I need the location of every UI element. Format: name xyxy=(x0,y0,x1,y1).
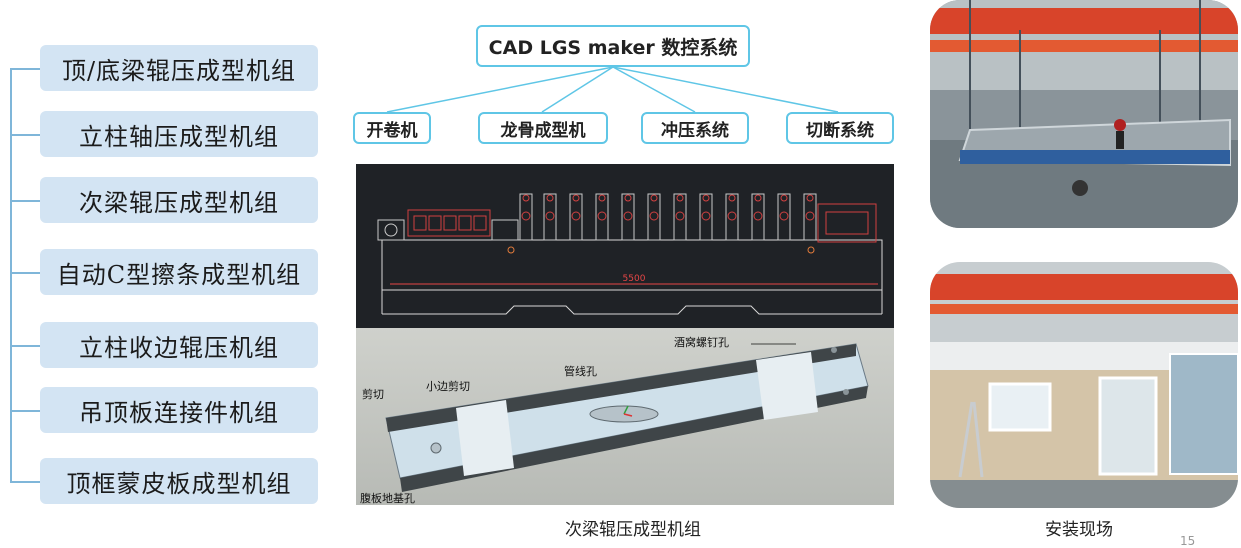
roll-wheel xyxy=(649,211,659,221)
page-number: 15 xyxy=(1180,534,1196,548)
production-line-item-3[interactable]: 次梁辊压成型机组 xyxy=(40,177,318,223)
roll-stand xyxy=(519,193,533,241)
label-small-edge-cut: 小边剪切 xyxy=(426,380,470,393)
roll-wheel xyxy=(675,211,685,221)
system-child-forming-machine: 龙骨成型机 xyxy=(478,112,608,144)
roll-stand xyxy=(543,193,557,241)
production-line-item-5[interactable]: 立柱收边辊压机组 xyxy=(40,322,318,368)
roll-wheel xyxy=(572,194,580,202)
roll-wheel xyxy=(546,194,554,202)
label-nail-hole: 酒窝螺钉孔 xyxy=(674,336,729,349)
beam-3d-model-image: 酒窝螺钉孔 管线孔 剪切 小边剪切 腹板地基孔 xyxy=(356,328,894,505)
cnc-system-root-box: CAD LGS maker 数控系统 xyxy=(476,25,750,67)
roll-wheel xyxy=(623,211,633,221)
roll-wheel xyxy=(571,211,581,221)
roll-wheel xyxy=(728,194,736,202)
production-line-item-4[interactable]: 自动C型擦条成型机组 xyxy=(40,249,318,295)
tree-tick xyxy=(10,200,40,202)
roll-wheel xyxy=(805,211,815,221)
label-base-hole: 腹板地基孔 xyxy=(360,492,415,505)
cad-dimension-label: 5500 xyxy=(623,274,646,284)
roll-stand xyxy=(595,193,609,241)
roll-wheel xyxy=(780,194,788,202)
tree-tick xyxy=(10,345,40,347)
roll-stand xyxy=(777,193,791,241)
container-house-illustration xyxy=(930,262,1238,508)
system-child-punching: 冲压系统 xyxy=(641,112,749,144)
label-pipe-hole: 管线孔 xyxy=(564,365,597,378)
tree-tick xyxy=(10,272,40,274)
cad-drawing-image: 5500 xyxy=(356,164,894,328)
tree-tick xyxy=(10,68,40,70)
roll-stand xyxy=(647,193,661,241)
roll-wheel xyxy=(522,194,530,202)
roll-stand xyxy=(725,193,739,241)
tree-connector-line xyxy=(10,68,12,482)
roll-stand xyxy=(803,193,817,241)
roll-wheel xyxy=(754,194,762,202)
roll-wheel xyxy=(545,211,555,221)
system-child-uncoiler: 开卷机 xyxy=(353,112,431,144)
roll-wheel xyxy=(779,211,789,221)
factory-photo xyxy=(930,0,1238,228)
factory-interior-illustration xyxy=(930,0,1238,228)
roll-stand xyxy=(699,193,713,241)
production-line-item-7[interactable]: 顶框蒙皮板成型机组 xyxy=(40,458,318,504)
roll-wheel xyxy=(676,194,684,202)
production-line-item-1[interactable]: 顶/底梁辊压成型机组 xyxy=(40,45,318,91)
roll-wheel xyxy=(597,211,607,221)
installation-site-photo xyxy=(930,262,1238,508)
production-line-item-6[interactable]: 吊顶板连接件机组 xyxy=(40,387,318,433)
roll-wheel xyxy=(521,211,531,221)
tree-tick xyxy=(10,134,40,136)
system-child-cutting: 切断系统 xyxy=(786,112,894,144)
middle-caption: 次梁辊压成型机组 xyxy=(565,520,701,540)
production-line-item-2[interactable]: 立柱轴压成型机组 xyxy=(40,111,318,157)
beam-3d-model xyxy=(385,343,869,492)
roll-wheel xyxy=(806,194,814,202)
cad-roll-forming-drawing: 5500 xyxy=(377,193,883,315)
roll-stand xyxy=(673,193,687,241)
tree-tick xyxy=(10,410,40,412)
right-caption: 安装现场 xyxy=(1045,520,1113,540)
roll-wheel xyxy=(753,211,763,221)
roll-wheel xyxy=(727,211,737,221)
tree-tick xyxy=(10,481,40,483)
roll-wheel xyxy=(702,194,710,202)
label-cut: 剪切 xyxy=(362,388,384,401)
roll-wheel xyxy=(598,194,606,202)
roll-wheel xyxy=(701,211,711,221)
roll-stand xyxy=(751,193,765,241)
roll-stand xyxy=(569,193,583,241)
roll-wheel xyxy=(624,194,632,202)
roll-wheel xyxy=(650,194,658,202)
roll-stand xyxy=(621,193,635,241)
